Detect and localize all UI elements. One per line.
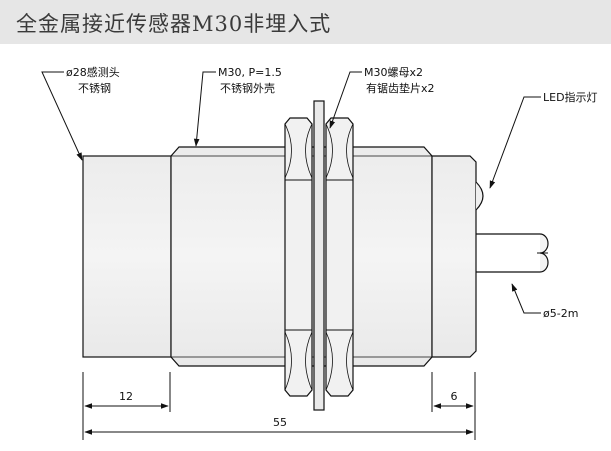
title-bar: 全金属接近传感器M30非埋入式 [0,0,611,44]
washer-label: 有锯齿垫片x2 [366,81,435,95]
thread-label: M30, P=1.5 [218,66,282,79]
page-title: 全金属接近传感器M30非埋入式 [16,12,332,36]
nut-label: M30螺母x2 [364,66,423,79]
leader-lines [41,71,541,314]
rear-section [431,155,477,358]
shell-material-label: 不锈钢外壳 [220,81,275,95]
washer [313,100,325,411]
nut-right [325,117,354,397]
sensor-head [82,155,172,358]
head-size-label: ø28感测头 [66,66,120,79]
led-indicator [475,181,484,211]
extension-lines [82,372,476,440]
dim-value-6: 6 [451,390,458,403]
dim-value-12: 12 [119,390,133,403]
nut-left [284,117,313,397]
dim-value-55: 55 [273,416,287,429]
head-material-label: 不锈钢 [78,82,111,95]
cable-label: ø5-2m [543,307,578,320]
cable [476,233,549,273]
led-label: LED指示灯 [543,90,598,104]
